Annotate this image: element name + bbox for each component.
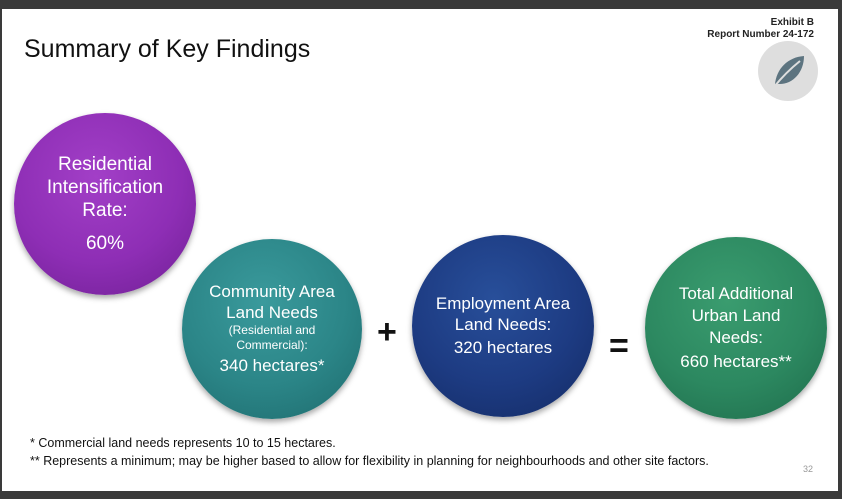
employment-value: 320 hectares [453, 338, 553, 357]
plus-operator: + [377, 313, 397, 351]
community-line1: Community Area [209, 282, 335, 301]
exhibit-label: Exhibit B Report Number 24-172 [707, 17, 814, 41]
footnote-2: ** Represents a minimum; may be higher b… [30, 454, 709, 468]
slide-title: Summary of Key Findings [24, 35, 311, 63]
page-number: 32 [803, 464, 814, 474]
leaf-icon [773, 56, 804, 88]
community-line2: Land Needs [226, 303, 318, 322]
residential-line3: Rate: [82, 200, 128, 221]
equals-operator: = [609, 327, 629, 365]
total-line2: Urban Land [691, 306, 781, 325]
residential-intensification-circle: Residential Intensification Rate: 60% [14, 113, 196, 295]
logo [758, 41, 818, 101]
slide: Exhibit B Report Number 24-172 Summary o… [2, 9, 838, 491]
total-line3: Needs: [709, 328, 763, 347]
community-area-circle: Community Area Land Needs (Residential a… [182, 239, 362, 419]
report-number: Report Number 24-172 [707, 29, 814, 40]
total-line1: Total Additional [678, 284, 794, 303]
residential-line2: Intensification [46, 177, 164, 198]
exhibit-text: Exhibit B [770, 17, 814, 28]
community-value: 340 hectares* [219, 356, 325, 375]
employment-line2: Land Needs: [454, 315, 552, 334]
community-sub2: Commercial): [236, 338, 308, 352]
footnotes: * Commercial land needs represents 10 to… [30, 434, 709, 470]
residential-line1: Residential [58, 154, 152, 175]
total-value: 660 hectares** [680, 352, 792, 371]
residential-value: 60% [85, 233, 125, 254]
employment-line1: Employment Area [435, 294, 571, 313]
footnote-1: * Commercial land needs represents 10 to… [30, 436, 336, 450]
community-sub1: (Residential and [228, 323, 316, 337]
employment-area-circle: Employment Area Land Needs: 320 hectares [412, 235, 594, 417]
total-urban-land-circle: Total Additional Urban Land Needs: 660 h… [645, 237, 827, 419]
